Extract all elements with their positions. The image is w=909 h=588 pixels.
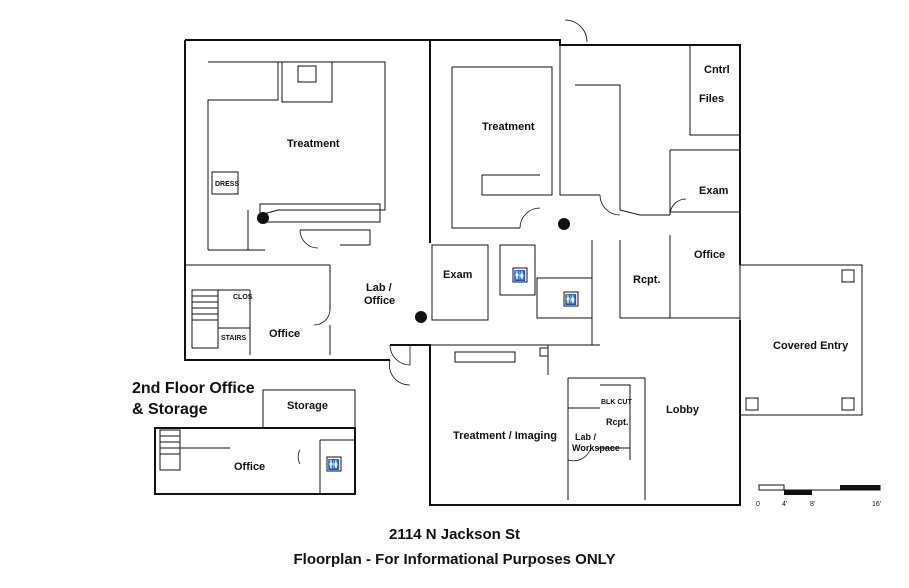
main-building-walls <box>184 39 741 506</box>
second-floor-plan <box>154 389 356 495</box>
room-office-left: Office <box>269 328 300 340</box>
room-lab-workspace-line1: Lab / <box>575 432 597 442</box>
scale-label-8: 8' <box>810 501 815 508</box>
scale-label-4: 4' <box>782 501 787 508</box>
door-swings <box>299 19 687 462</box>
room-exam-center: Exam <box>443 269 473 281</box>
second-floor-heading-line2: & Storage <box>132 401 208 418</box>
scale-bar: 0 4' 8' 16' <box>756 484 881 508</box>
room-treatment-right: Treatment <box>482 121 535 133</box>
room-storage: Storage <box>287 400 328 412</box>
floorplan-subtitle: Floorplan - For Informational Purposes O… <box>293 551 616 568</box>
covered-entry-structure <box>739 264 863 416</box>
marker-dots <box>257 212 570 323</box>
room-cntrl: Cntrl <box>704 64 730 76</box>
address-title: 2114 N Jackson St <box>389 526 520 543</box>
svg-text:🚻: 🚻 <box>514 269 526 282</box>
second-floor-heading-line1: 2nd Floor Office <box>132 380 255 397</box>
room-lab-office-line1: Lab / <box>366 282 392 294</box>
room-dress: DRESS <box>215 181 239 188</box>
room-treatment-left: Treatment <box>287 138 340 150</box>
room-bulk-cut: BLK CUT <box>601 399 632 406</box>
room-lobby: Lobby <box>666 404 700 416</box>
room-exam-right: Exam <box>699 185 729 197</box>
room-labels: Treatment DRESS Treatment Cntrl Files Ex… <box>215 64 849 473</box>
room-treatment-imaging: Treatment / Imaging <box>453 430 557 442</box>
room-covered-entry: Covered Entry <box>773 340 849 352</box>
room-lab-workspace-line2: Workspace <box>572 443 620 453</box>
room-office-right: Office <box>694 249 725 261</box>
svg-text:🚻: 🚻 <box>328 458 340 471</box>
room-clos: CLOS <box>233 294 253 301</box>
room-lab-office-line2: Office <box>364 295 395 307</box>
room-office-2nd: Office <box>234 461 265 473</box>
svg-text:🚻: 🚻 <box>565 293 577 306</box>
second-floor-heading: 2nd Floor Office & Storage <box>132 378 255 420</box>
room-files: Files <box>699 93 724 105</box>
restroom-icons: 🚻 🚻 🚻 <box>326 267 579 472</box>
scale-label-16: 16' <box>872 501 881 508</box>
scale-label-0: 0 <box>756 501 760 508</box>
room-rcpt-lower: Rcpt. <box>606 417 629 427</box>
room-rcpt-upper: Rcpt. <box>633 274 661 286</box>
room-stairs: STAIRS <box>221 335 246 342</box>
